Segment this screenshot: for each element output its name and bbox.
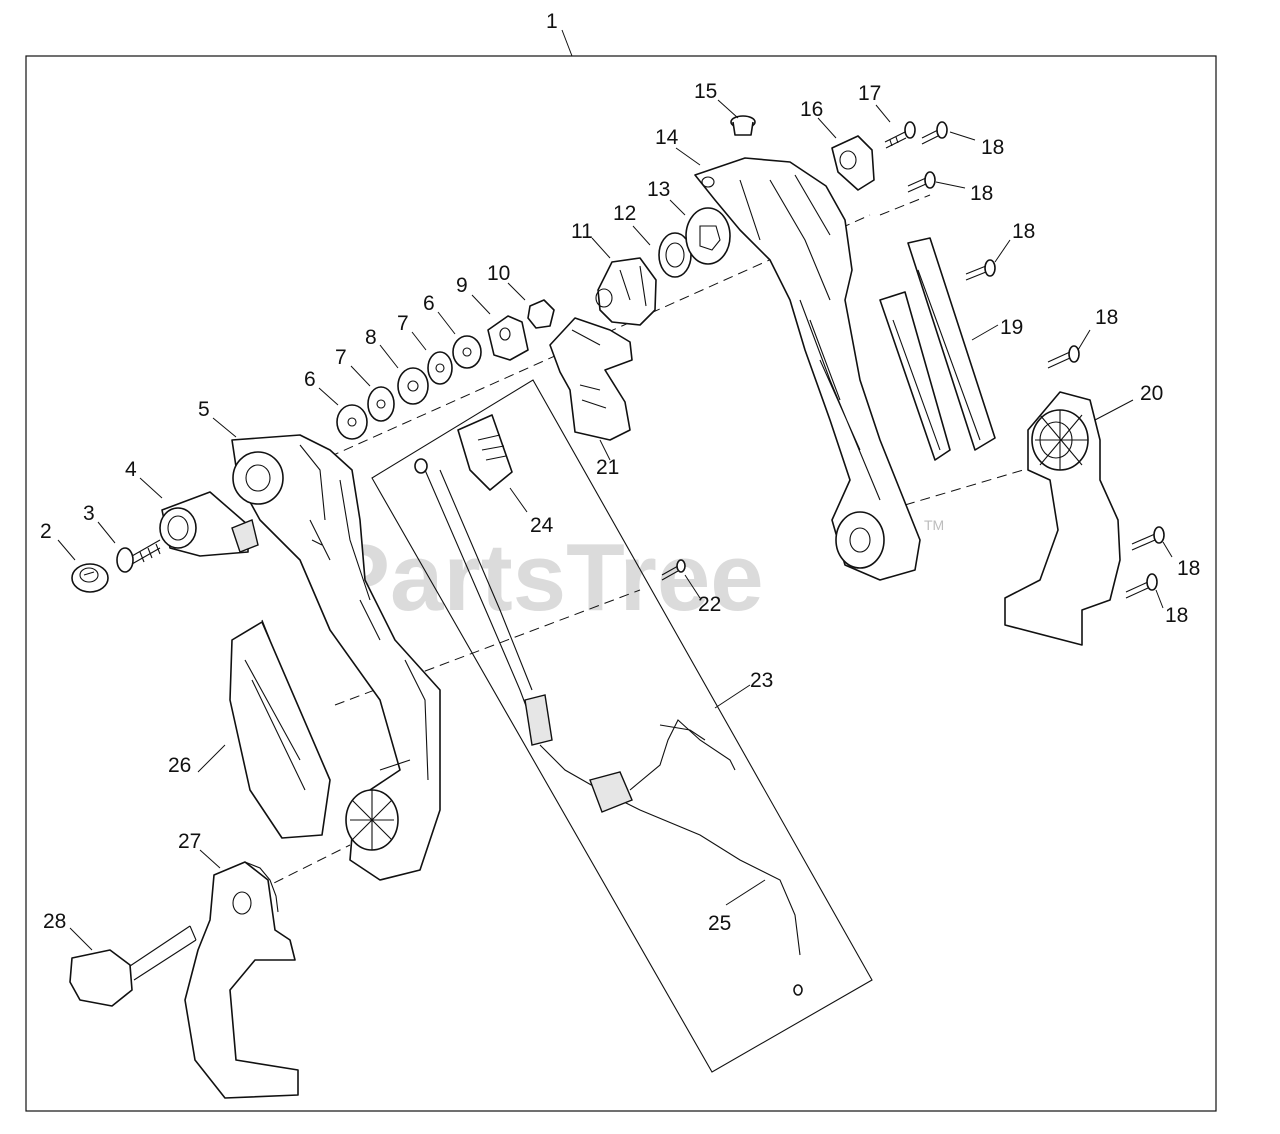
- part-10-nut: [527, 299, 555, 329]
- handle-gear: [345, 789, 399, 851]
- part-18-screw-c: [965, 259, 996, 281]
- assembly-frame: [25, 55, 1217, 1112]
- watermark-brand: PartsTree: [326, 524, 764, 631]
- callout-18c: 18: [1012, 220, 1035, 243]
- callout-19: 19: [1000, 316, 1023, 339]
- part-13-plate: [685, 207, 731, 265]
- leader-lines: [57, 99, 1173, 951]
- part-22-screw: [661, 559, 686, 581]
- callout-22: 22: [698, 593, 721, 616]
- part-27-clamp: [184, 861, 299, 1099]
- part-18-screw-e: [1131, 526, 1165, 551]
- callout-3: 3: [83, 502, 95, 525]
- callout-20: 20: [1140, 382, 1163, 405]
- part-6-washer-b: [452, 335, 482, 369]
- callout-18e: 18: [1177, 557, 1200, 580]
- part-18-screw-f: [1125, 573, 1158, 599]
- part-23-cable-assembly: [414, 458, 803, 996]
- part-7-washer-a: [367, 386, 395, 422]
- callout-10: 10: [487, 262, 510, 285]
- callout-9: 9: [456, 274, 468, 297]
- part-16-clip: [831, 135, 875, 191]
- part-11-switch: [595, 257, 657, 326]
- callout-2: 2: [40, 520, 52, 543]
- callout-28: 28: [43, 910, 66, 933]
- part-5-handle-body: [231, 434, 441, 881]
- callout-27: 27: [178, 830, 201, 853]
- part-8-washer: [397, 367, 429, 405]
- callout-21: 21: [596, 456, 619, 479]
- callout-17: 17: [858, 82, 881, 105]
- callout-18a: 18: [981, 136, 1004, 159]
- part-2-cap: [71, 563, 109, 593]
- callout-4: 4: [125, 458, 137, 481]
- watermark-tm: TM: [924, 517, 944, 533]
- part-28-knob: [69, 925, 197, 1007]
- part-21-trigger: [549, 317, 633, 441]
- callout-26: 26: [168, 754, 191, 777]
- part-7-washer-b: [427, 351, 453, 385]
- part-24-lever: [457, 414, 513, 491]
- callout-13: 13: [647, 178, 670, 201]
- callout-6b: 6: [423, 292, 435, 315]
- callout-18b: 18: [970, 182, 993, 205]
- watermark: PartsTree TM: [326, 517, 944, 631]
- callout-7b: 7: [397, 312, 409, 335]
- sub-assembly-outline-23: [371, 379, 873, 1073]
- callout-1: 1: [546, 10, 558, 33]
- part-6-washer-a: [336, 404, 368, 440]
- callout-8: 8: [365, 326, 377, 349]
- callout-18f: 18: [1165, 604, 1188, 627]
- callout-16: 16: [800, 98, 823, 121]
- callout-18d: 18: [1095, 306, 1118, 329]
- callout-24: 24: [530, 514, 554, 537]
- callout-23: 23: [750, 669, 773, 692]
- part-15-grommet: [730, 115, 756, 136]
- callout-labels: 1 2 3 4 5 6 7 8 7 6 9 10 11 12 13 14 15 …: [40, 10, 1200, 935]
- callout-15: 15: [694, 80, 717, 103]
- callout-6a: 6: [304, 368, 316, 391]
- callout-25: 25: [708, 912, 731, 935]
- callout-11: 11: [571, 220, 593, 243]
- callout-12: 12: [613, 202, 636, 225]
- part-14-upper-handle: [694, 157, 921, 581]
- part-4-bracket: [159, 491, 259, 557]
- callout-7a: 7: [335, 346, 347, 369]
- part-9-spacer: [487, 315, 529, 361]
- callout-5: 5: [198, 398, 210, 421]
- part-19-rail: [879, 237, 996, 461]
- part-17-screw: [884, 121, 916, 149]
- part-18-screw-a: [921, 121, 948, 145]
- part-18-screw-b: [907, 171, 936, 193]
- washer-stack: [336, 299, 555, 440]
- part-26-side-cover: [229, 619, 331, 839]
- callout-14: 14: [655, 126, 679, 149]
- part-20-right-clamp: [1004, 391, 1121, 646]
- part-3-screw: [116, 539, 161, 573]
- part-18-screw-d: [1047, 345, 1080, 369]
